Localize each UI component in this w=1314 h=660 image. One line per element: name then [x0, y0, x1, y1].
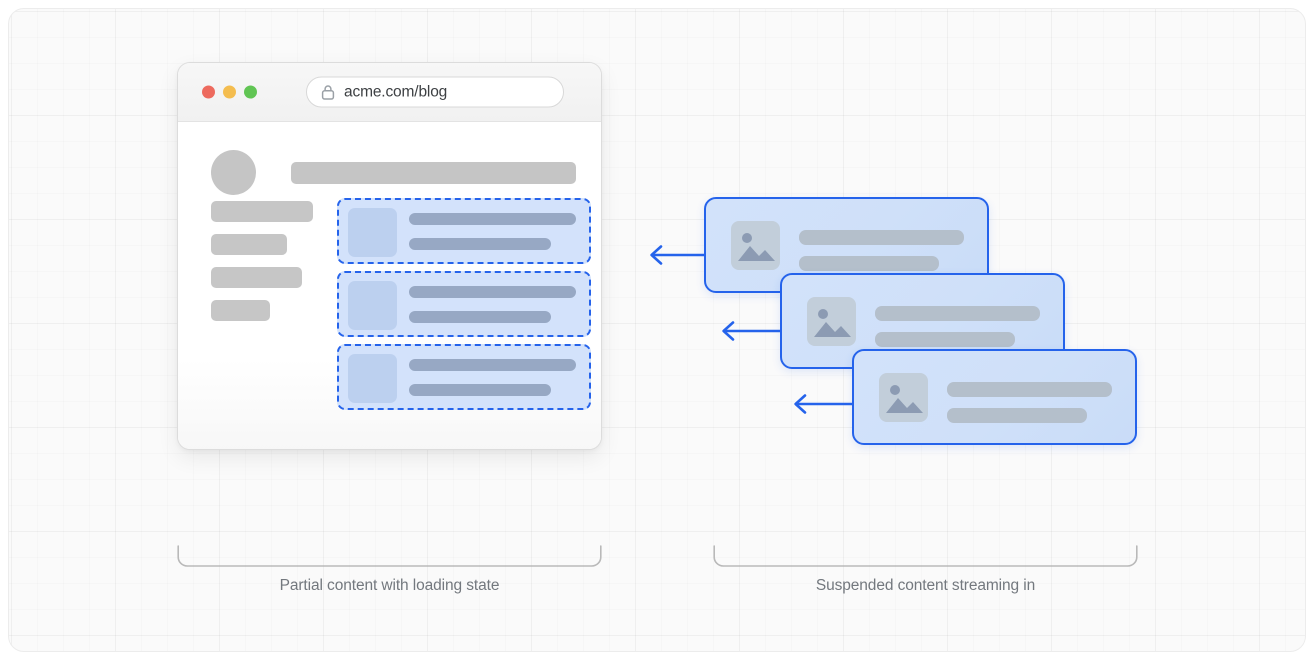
sidebar-skeleton-bar [211, 267, 302, 288]
stream-card-3 [852, 349, 1137, 445]
image-icon [886, 385, 923, 413]
text-line-skeleton [799, 230, 964, 245]
title-skeleton-bar [291, 162, 576, 184]
traffic-light-close[interactable] [202, 85, 215, 99]
lock-icon [321, 84, 335, 100]
traffic-lights [202, 85, 257, 99]
loading-card [337, 344, 591, 410]
image-thumb-placeholder [879, 373, 928, 422]
browser-page-content [178, 122, 601, 449]
image-thumb-placeholder [348, 354, 397, 403]
bracket-right [713, 545, 1138, 567]
text-line-skeleton [409, 311, 551, 323]
caption-right: Suspended content streaming in [815, 577, 1036, 594]
browser-chrome: acme.com/blog [178, 63, 601, 122]
sidebar-skeleton-bar [211, 234, 287, 255]
caption-left: Partial content with loading state [279, 577, 500, 594]
text-line-skeleton [409, 213, 576, 225]
image-icon [738, 233, 775, 261]
text-line-skeleton [409, 286, 576, 298]
text-line-skeleton [875, 306, 1040, 321]
text-line-skeleton [947, 382, 1112, 397]
image-icon [814, 309, 851, 337]
traffic-light-maximize[interactable] [244, 85, 257, 99]
text-line-skeleton [799, 256, 939, 271]
traffic-light-minimize[interactable] [223, 85, 236, 99]
image-thumb-placeholder [807, 297, 856, 346]
text-line-skeleton [409, 384, 551, 396]
bracket-left [177, 545, 602, 567]
illustration-canvas: acme.com/blog [8, 8, 1306, 652]
text-line-skeleton [947, 408, 1087, 423]
image-thumb-placeholder [348, 281, 397, 330]
browser-window: acme.com/blog [177, 62, 602, 450]
image-thumb-placeholder [348, 208, 397, 257]
loading-card [337, 198, 591, 264]
url-text: acme.com/blog [344, 83, 448, 100]
text-line-skeleton [409, 359, 576, 371]
sidebar-skeleton-bar [211, 201, 313, 222]
avatar-placeholder [211, 150, 256, 195]
image-thumb-placeholder [731, 221, 780, 270]
text-line-skeleton [875, 332, 1015, 347]
loading-card [337, 271, 591, 337]
text-line-skeleton [409, 238, 551, 250]
sidebar-skeleton-bar [211, 300, 270, 321]
url-bar[interactable]: acme.com/blog [306, 76, 564, 108]
